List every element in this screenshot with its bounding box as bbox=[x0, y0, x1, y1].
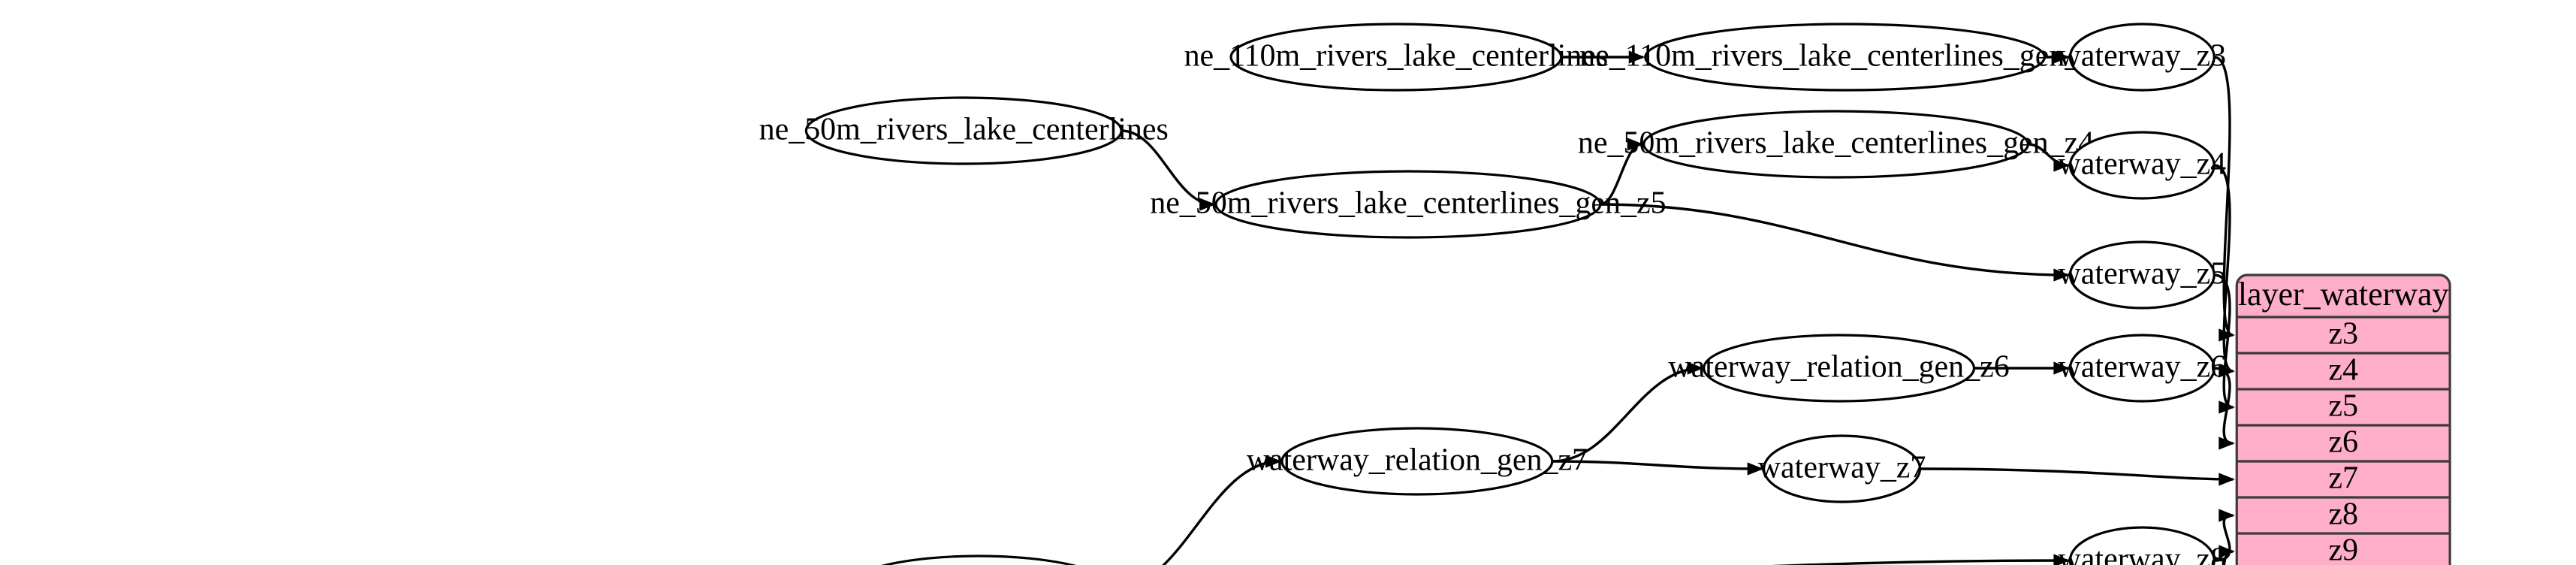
layer-table-row-z8[interactable]: z8 bbox=[2328, 497, 2358, 532]
edge-ne_50m_rivers_lake_centerlines_gen_z5-to-ne_50m_rivers_lake_centerlines_gen_z4 bbox=[1600, 137, 1644, 206]
node-shape bbox=[804, 96, 1123, 165]
node-label: waterway_z5 bbox=[2059, 257, 2227, 292]
node-waterway_relation_gen_z7[interactable]: waterway_relation_gen_z7 bbox=[1247, 427, 1588, 496]
edge-arrowhead bbox=[1747, 462, 1764, 476]
node-label: ne_50m_rivers_lake_centerlines_gen_z4 bbox=[1578, 126, 2094, 161]
edge-arrowhead bbox=[1687, 361, 1704, 375]
node-shape bbox=[1763, 434, 1922, 503]
edge-arrowhead bbox=[1265, 455, 1282, 468]
node-shape bbox=[1642, 110, 2030, 179]
node-shape bbox=[2068, 131, 2216, 200]
node-ne_50m_rivers_lake_centerlines_gen_z5[interactable]: ne_50m_rivers_lake_centerlines_gen_z5 bbox=[1150, 170, 1667, 239]
edge-waterway_relation_gen_z6-to-waterway_z6 bbox=[1974, 361, 2071, 375]
node-shape bbox=[1644, 23, 2047, 92]
node-ne_110m_rivers_lake_centerlines_gen_z3[interactable]: ne_110m_rivers_lake_centerlines_gen_z3 bbox=[1579, 23, 2110, 92]
edge-ne_50m_rivers_lake_centerlines-to-ne_50m_rivers_lake_centerlines_gen_z5 bbox=[1121, 129, 1216, 211]
node-waterway_relation_gen_z6[interactable]: waterway_relation_gen_z6 bbox=[1668, 334, 2010, 403]
node-label: waterway_z7 bbox=[1758, 451, 1926, 485]
node-ne_50m_rivers_lake_centerlines[interactable]: ne_50m_rivers_lake_centerlines bbox=[759, 96, 1169, 165]
layer-waterway-table: layer_waterwayz3z4z5z6z7z8z9z10z11z12z13… bbox=[2235, 273, 2451, 565]
nodes-layer: imposm3osm_waterway_relationosm_waterway… bbox=[759, 23, 2227, 565]
node-waterway_z6[interactable]: waterway_z6 bbox=[2059, 334, 2227, 403]
node-label: waterway_z3 bbox=[2059, 39, 2227, 74]
edge-line bbox=[1920, 467, 2234, 481]
node-shape bbox=[881, 554, 1077, 565]
node-ne_50m_rivers_lake_centerlines_gen_z4[interactable]: ne_50m_rivers_lake_centerlines_gen_z4 bbox=[1578, 110, 2094, 179]
edge-arrowhead bbox=[1628, 50, 1645, 64]
node-shape bbox=[1280, 427, 1554, 496]
node-waterway_z3[interactable]: waterway_z3 bbox=[2059, 23, 2227, 92]
edge-arrowhead bbox=[2053, 554, 2071, 565]
node-label: ne_50m_rivers_lake_centerlines_gen_z5 bbox=[1150, 186, 1666, 221]
node-shape bbox=[2068, 334, 2216, 403]
layer-table-row-z4[interactable]: z4 bbox=[2328, 353, 2358, 388]
node-label: ne_110m_rivers_lake_centerlines bbox=[1184, 39, 1609, 74]
node-shape bbox=[2068, 526, 2216, 565]
edge-line bbox=[1552, 367, 1702, 463]
node-shape bbox=[1703, 334, 1976, 403]
edge-line bbox=[1770, 559, 2068, 565]
node-shape bbox=[1214, 170, 1602, 239]
node-shape bbox=[2068, 23, 2216, 92]
node-shape bbox=[2068, 240, 2216, 310]
edge-ne_50m_rivers_lake_centerlines_gen_z5-to-waterway_z5 bbox=[1600, 203, 2071, 282]
node-label: ne_50m_rivers_lake_centerlines bbox=[759, 113, 1169, 147]
node-waterway_z5[interactable]: waterway_z5 bbox=[2059, 240, 2227, 310]
edge-line bbox=[1161, 460, 1280, 565]
edge-arrowhead bbox=[1199, 198, 1216, 211]
layer-table-row-z5[interactable]: z5 bbox=[2328, 389, 2358, 424]
edge-arrowhead bbox=[2053, 361, 2071, 375]
edge-waterway_relation_gen_z7-to-waterway_z7 bbox=[1552, 460, 1764, 476]
edge-ne_110m_rivers_lake_centerlines-to-ne_110m_rivers_lake_centerlines_gen_z3 bbox=[1561, 50, 1645, 64]
node-label: waterway_z8 bbox=[2059, 542, 2227, 565]
edge-arrowhead bbox=[2219, 328, 2235, 342]
edge-ne_110m_rivers_lake_centerlines_gen_z3-to-waterway_z3 bbox=[2044, 50, 2071, 64]
edge-ne_50m_rivers_lake_centerlines_gen_z4-to-waterway_z4 bbox=[2028, 143, 2071, 172]
edge-arrowhead bbox=[2053, 268, 2071, 282]
edge-arrowhead bbox=[2219, 437, 2235, 450]
layer-table-row-z7[interactable]: z7 bbox=[2328, 461, 2358, 496]
edge-waterway_relation_gen_z8-to-waterway_z8 bbox=[1770, 554, 2071, 565]
edge-arrowhead bbox=[2219, 545, 2235, 558]
edge-arrowhead bbox=[1627, 137, 1644, 151]
node-label: waterway_relation_gen_z7 bbox=[1247, 443, 1588, 478]
edge-line bbox=[1552, 460, 1762, 470]
edge-arrowhead bbox=[2219, 509, 2235, 522]
node-waterway_z4[interactable]: waterway_z4 bbox=[2059, 131, 2227, 200]
node-label: waterway_relation_gen_z6 bbox=[1668, 350, 2009, 385]
node-label: waterway_z6 bbox=[2059, 350, 2227, 385]
edge-line bbox=[2214, 273, 2234, 409]
edge-arrowhead bbox=[2053, 50, 2071, 64]
layer-table-row-z9[interactable]: z9 bbox=[2328, 533, 2358, 565]
node-waterway_z8[interactable]: waterway_z8 bbox=[2059, 526, 2227, 565]
edge-waterway_z7-to-layer_waterway-z7 bbox=[1920, 467, 2235, 486]
edge-arrowhead bbox=[2219, 473, 2235, 486]
node-waterway_relation_gen_z8[interactable]: waterway_relation_gen_z8 bbox=[808, 554, 1149, 565]
layer-table-row-z3[interactable]: z3 bbox=[2328, 317, 2358, 352]
edges-layer bbox=[1121, 50, 2235, 565]
edge-waterway_relation_gen_z8-to-waterway_relation_gen_z7 bbox=[1161, 455, 1282, 565]
edge-waterway_relation_gen_z7-to-waterway_relation_gen_z6 bbox=[1552, 361, 1704, 463]
node-label: waterway_z4 bbox=[2059, 147, 2227, 182]
node-shape bbox=[1229, 23, 1563, 92]
edge-waterway_z9-to-layer_waterway-z9 bbox=[2219, 545, 2235, 565]
edge-arrowhead bbox=[2053, 159, 2071, 172]
edge-line bbox=[1600, 203, 2068, 276]
node-waterway_z7[interactable]: waterway_z7 bbox=[1758, 434, 1926, 503]
node-label: ne_110m_rivers_lake_centerlines_gen_z3 bbox=[1579, 39, 2110, 74]
edge-line bbox=[2222, 550, 2234, 565]
layer-table-title: layer_waterway bbox=[2238, 276, 2449, 313]
edge-waterway_z6-to-layer_waterway-z6 bbox=[2214, 367, 2235, 450]
node-ne_110m_rivers_lake_centerlines[interactable]: ne_110m_rivers_lake_centerlines bbox=[1184, 23, 1609, 92]
layer-table-row-z6[interactable]: z6 bbox=[2328, 425, 2358, 460]
layer-table-background bbox=[2235, 273, 2451, 565]
